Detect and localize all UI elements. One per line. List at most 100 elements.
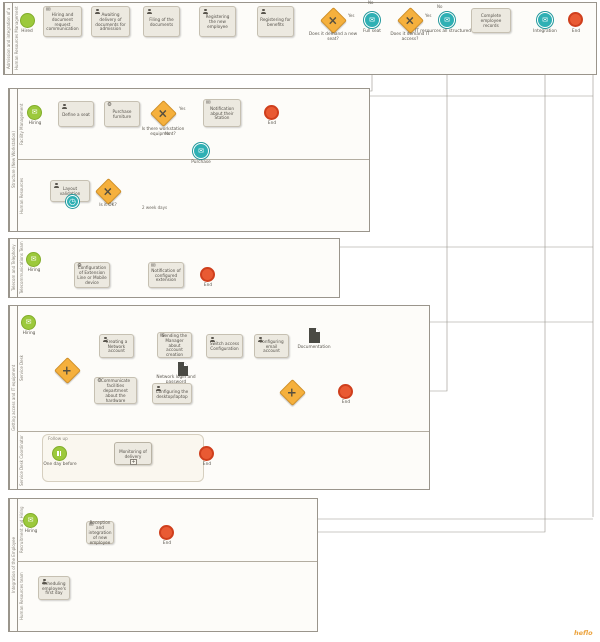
edge-label-no: No — [437, 4, 443, 9]
edge-label-yes: Yes — [179, 106, 186, 111]
service-task-icon: ⚙ — [77, 263, 82, 269]
pool-title: Structure (New Workstation) — [9, 89, 17, 231]
message-task-icon: ✉ — [151, 263, 156, 269]
start-event-hiring[interactable]: ✉ — [26, 252, 41, 267]
pool-title: Integration of the Employee — [9, 499, 17, 631]
message-event-icon: ✉ — [25, 318, 32, 326]
task-label: Registering the new employee — [205, 14, 230, 29]
task-label: Creating a Network account — [105, 338, 128, 354]
message-event-icon: ✉ — [444, 15, 450, 24]
exclusive-gateway-icon: × — [405, 13, 416, 28]
event-label: Full seat — [363, 29, 381, 34]
user-task-icon — [203, 9, 208, 15]
user-task-icon — [62, 104, 67, 110]
parallel-gateway-icon: + — [62, 363, 73, 378]
end-event[interactable] — [199, 446, 214, 461]
artifact-label: Network login and password — [156, 375, 196, 385]
subprocess-expand-icon[interactable]: + — [130, 459, 137, 465]
start-event-label: Hiring — [24, 529, 38, 534]
task-configure-extension[interactable]: ⚙Configuration of Extension Line or Mobi… — [74, 262, 110, 288]
task-filing-documents[interactable]: Filing of the documents — [143, 6, 180, 37]
task-configure-desktop[interactable]: Configuring the desktop/laptop — [152, 383, 192, 404]
start-event-label: Hiring — [22, 331, 36, 336]
task-create-network-account[interactable]: Creating a Network account — [99, 334, 134, 358]
task-label: Awaiting delivery of documents for admis… — [95, 11, 126, 32]
pool-title: Admission and integration of a New Emplo… — [4, 3, 12, 74]
task-label: Layout validation — [59, 186, 81, 196]
task-awaiting-documents[interactable]: Awaiting delivery of documents for admis… — [91, 6, 130, 37]
service-task-icon: ⚙ — [97, 378, 102, 384]
start-event-hired[interactable] — [20, 13, 35, 28]
event-label: IT resources all structured — [414, 29, 472, 34]
user-task-icon — [156, 386, 161, 392]
user-task-icon — [103, 337, 108, 343]
catch-event-full-seat[interactable]: ✉ — [364, 12, 380, 28]
task-label: Purchase furniture — [112, 109, 132, 119]
end-event-label: End — [203, 283, 213, 288]
end-event[interactable] — [338, 384, 353, 399]
gateway-label: Is it OK? — [99, 203, 117, 208]
catch-event-it-resources[interactable]: ✉ — [439, 12, 455, 28]
edge-label-no: No — [165, 131, 171, 136]
task-reception-integration[interactable]: ✉Reception and integration of new employ… — [86, 520, 114, 545]
task-complete-records[interactable]: Complete employee records — [471, 8, 511, 33]
catch-event-integration[interactable]: ✉ — [537, 12, 553, 28]
task-send-manager-account[interactable]: ✉Sending the Manager about account creat… — [157, 332, 192, 358]
start-event-label: Hiring — [27, 268, 41, 273]
task-label: Define a seat — [62, 111, 90, 117]
task-label: Reception and integration of new employe… — [88, 520, 112, 545]
task-scheduling-first-day[interactable]: Scheduling employee's first day — [38, 576, 70, 600]
task-purchase-furniture[interactable]: ⚙Purchase furniture — [104, 101, 140, 127]
message-task-icon: ✉ — [206, 100, 211, 106]
document-icon — [178, 362, 188, 376]
edge-label-timer: 2 week days — [142, 205, 168, 210]
task-communicate-facilities[interactable]: ⚙Communicate facilities department about… — [94, 377, 137, 404]
end-event[interactable] — [264, 105, 279, 120]
task-notify-extension[interactable]: ✉Notification of configured extension — [148, 262, 184, 288]
task-notification-station[interactable]: ✉Notification about their Station — [203, 99, 241, 127]
pool-integration-employee: Integration of the Employee Recruitment … — [8, 498, 318, 632]
task-configure-email[interactable]: Configuring email account — [254, 334, 289, 358]
document-icon — [309, 328, 320, 343]
lane-title-human-resources: Human Resources — [17, 160, 25, 231]
task-registering-employee[interactable]: Registering the new employee — [199, 6, 236, 37]
task-label: Hiring and document request communicatio… — [46, 11, 79, 32]
conditional-event-one-day-before[interactable] — [52, 446, 67, 461]
start-event-hiring[interactable]: ✉ — [21, 315, 36, 330]
user-task-icon — [210, 337, 215, 343]
task-label: Configuring the desktop/laptop — [155, 388, 189, 399]
gateway-label: Is there workstation equipment? — [141, 127, 185, 137]
task-switch-access-config[interactable]: Switch access Configuration — [206, 334, 243, 358]
end-event-label: End — [341, 400, 351, 405]
task-label: Configuring email account — [259, 338, 284, 354]
end-event[interactable] — [568, 12, 583, 27]
group-label: Follow up — [48, 436, 68, 441]
start-event-hiring[interactable]: ✉ — [27, 105, 42, 120]
gateway-label: Does it demand a new seat? — [308, 32, 358, 42]
message-event-icon: ✉ — [198, 146, 204, 155]
timer-boundary-event[interactable]: ◷ — [66, 195, 79, 208]
gateway-label: Does it demand IT access? — [390, 32, 430, 42]
task-hiring-document-request[interactable]: ✉Hiring and document request communicati… — [43, 6, 82, 37]
exclusive-gateway-icon: × — [103, 184, 114, 199]
task-label: Notification of configured extension — [151, 267, 181, 283]
pause-bars-icon — [57, 451, 63, 457]
end-event[interactable] — [159, 525, 174, 540]
start-event-hiring[interactable]: ✉ — [23, 513, 38, 528]
end-event[interactable] — [200, 267, 215, 282]
task-label: Filing of the documents — [149, 16, 174, 27]
catch-event-purchase[interactable]: ✉ — [193, 143, 209, 159]
service-task-icon: ⚙ — [107, 102, 112, 108]
lane-title-service-desk-coordinator: Service Desk Coordinator — [17, 432, 25, 489]
user-task-icon — [42, 579, 47, 585]
task-registering-benefits[interactable]: Registering for benefits — [257, 6, 294, 37]
task-layout-validation[interactable]: Layout validation — [50, 180, 90, 202]
end-event-label: End — [571, 29, 581, 34]
end-event-label: End — [202, 462, 212, 467]
task-define-seat[interactable]: Define a seat — [58, 101, 94, 127]
start-event-label: Hired — [21, 29, 33, 34]
heflo-watermark[interactable]: heflo — [574, 629, 593, 637]
message-event-icon: ✉ — [31, 108, 38, 116]
user-task-icon — [258, 337, 263, 343]
